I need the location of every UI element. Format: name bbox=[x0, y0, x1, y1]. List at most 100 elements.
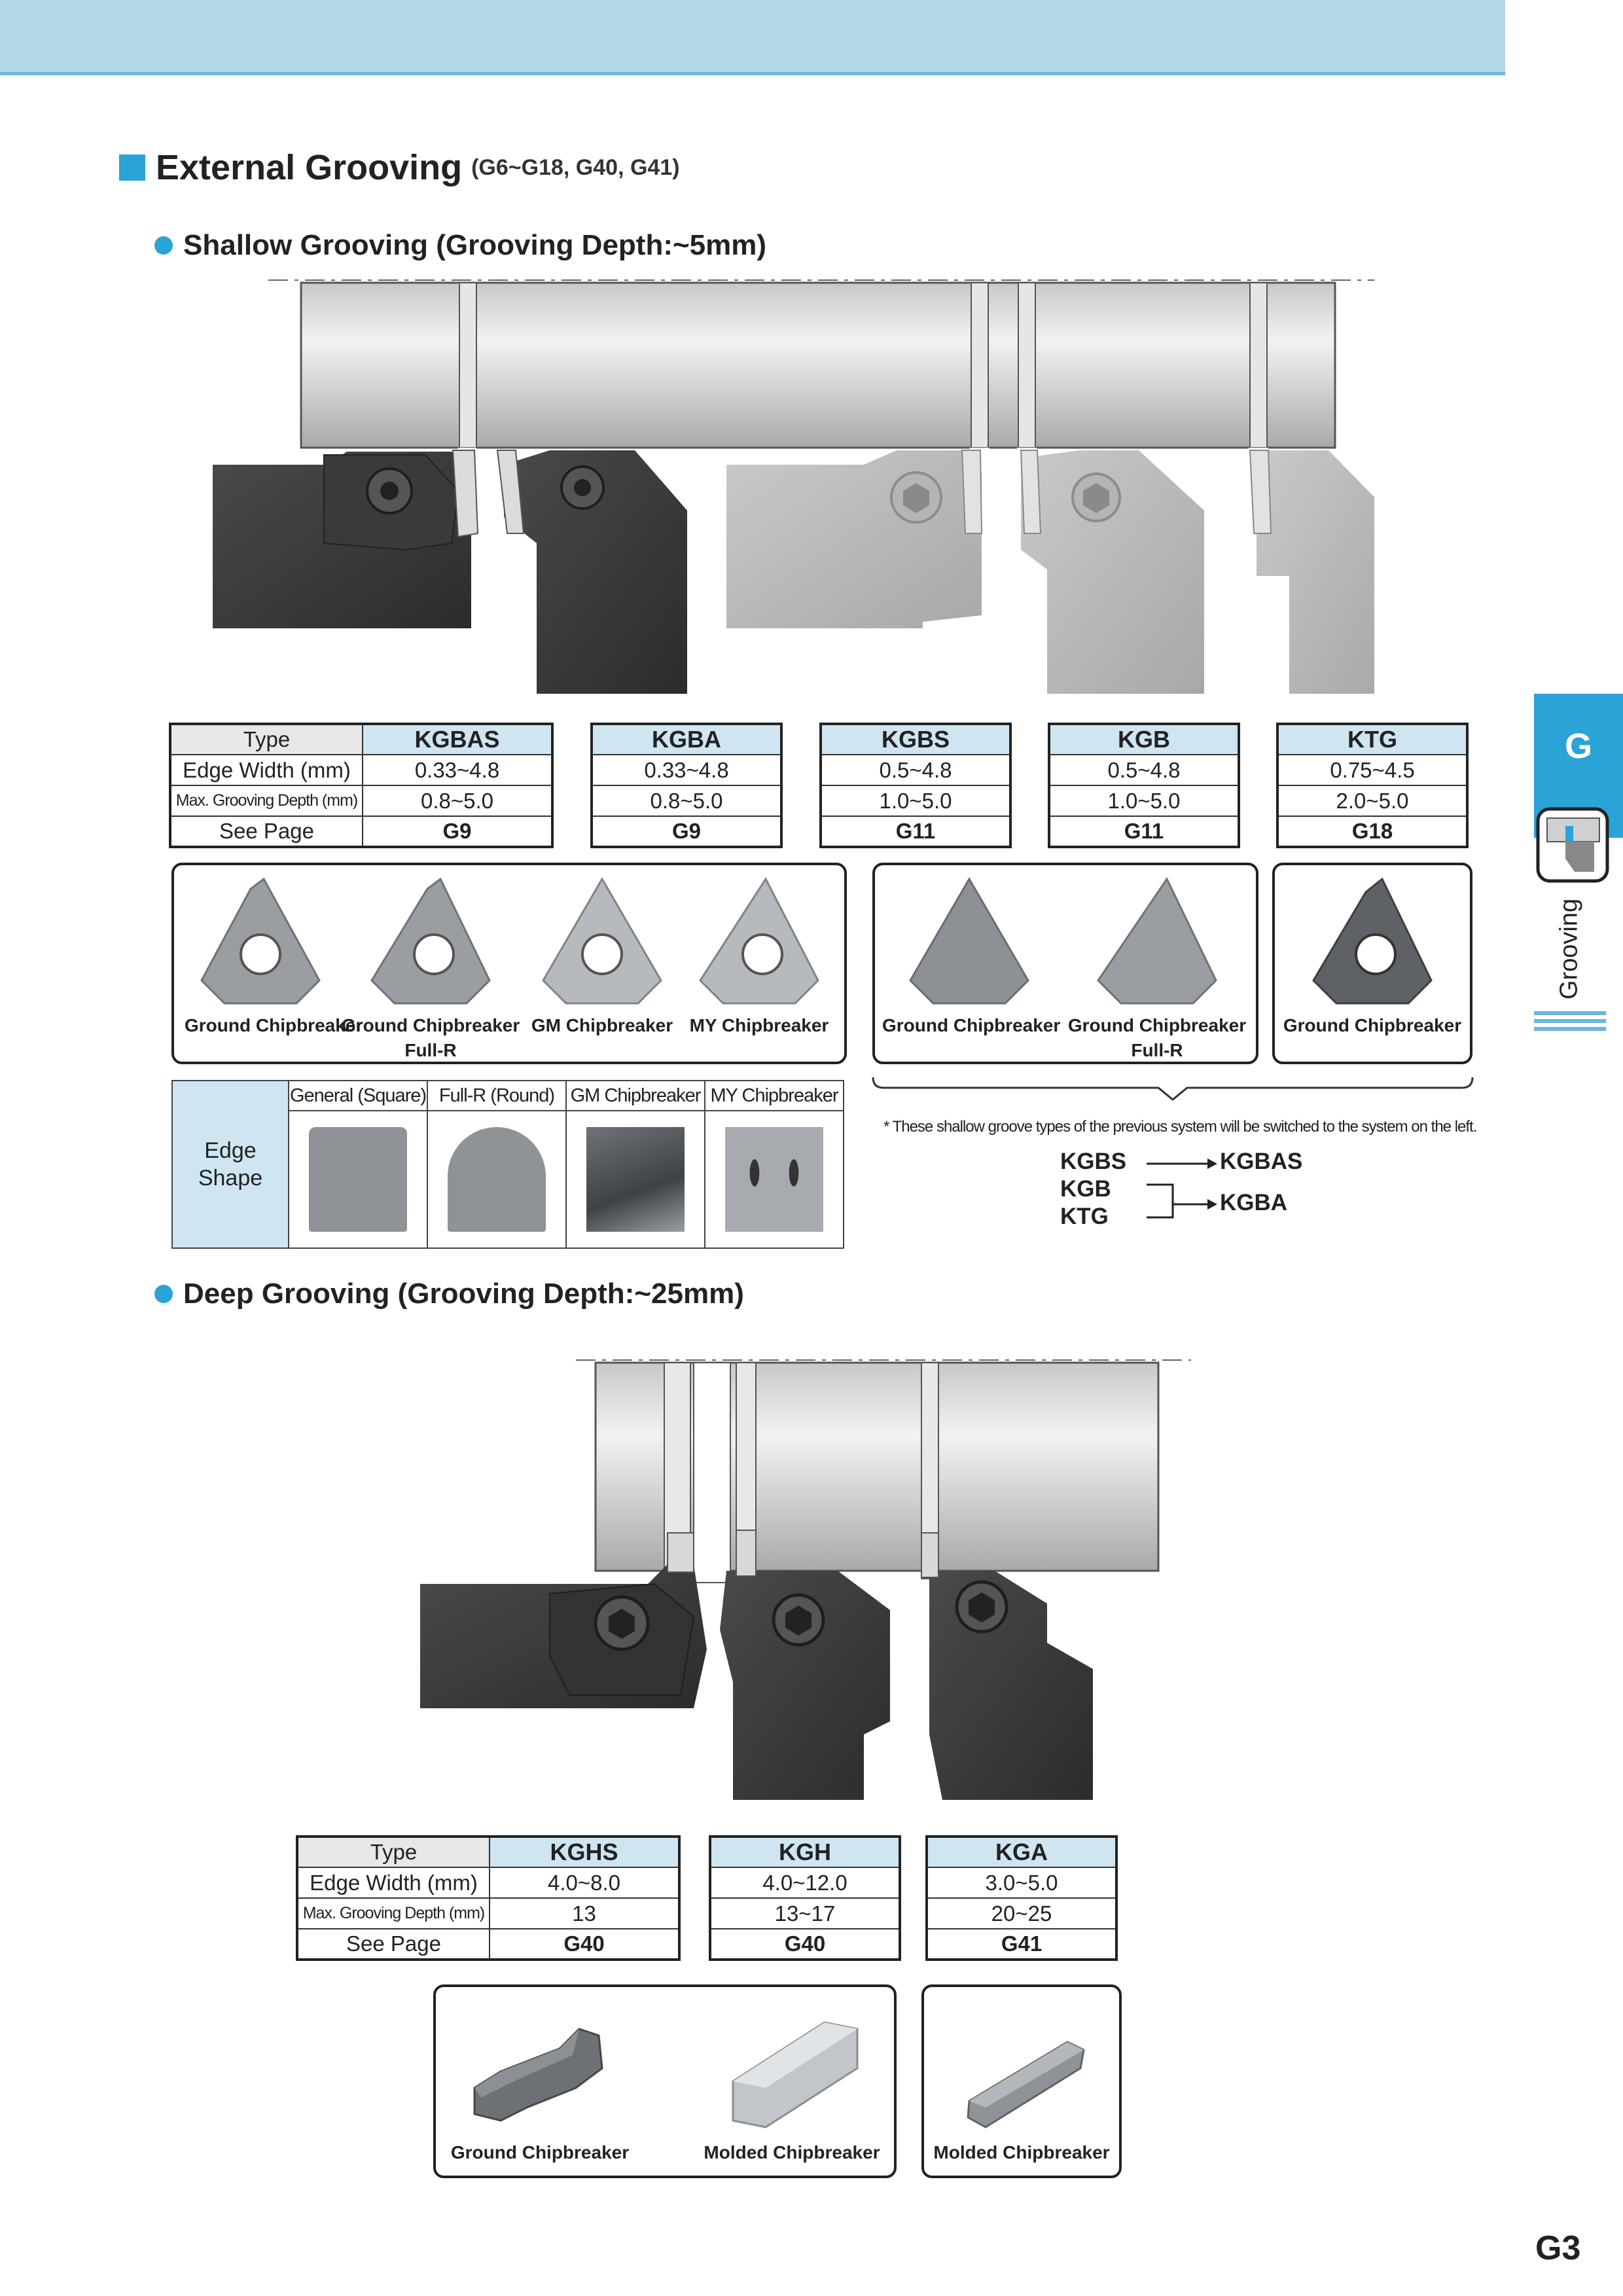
edge-header-full-r: Full-R (Round) bbox=[427, 1080, 567, 1111]
switch-arrows-icon bbox=[1147, 1158, 1217, 1219]
edge-shape-gm-image bbox=[565, 1110, 705, 1249]
row-label-see-page: See Page bbox=[169, 816, 363, 848]
type-kgb: KGB bbox=[1048, 723, 1240, 755]
shallow-grooving-illustration bbox=[213, 279, 1374, 694]
edge-shape-label: Edge Shape bbox=[171, 1080, 289, 1249]
insert-gm-chipbreaker: GM Chipbreaker bbox=[524, 876, 681, 1038]
edge-shape-square-image bbox=[288, 1110, 428, 1249]
edge-width-value: 0.33~4.8 bbox=[591, 754, 782, 786]
max-depth-value: 20~25 bbox=[926, 1897, 1117, 1929]
row-label-see-page: See Page bbox=[296, 1928, 490, 1960]
max-depth-value: 2.0~5.0 bbox=[1277, 785, 1468, 817]
type-ktg: KTG bbox=[1277, 723, 1468, 755]
spec-table-kgbs: KGBS 0.5~4.8 1.0~5.0 G11 bbox=[819, 723, 1012, 848]
side-decoration-bars bbox=[1534, 1011, 1606, 1035]
edge-width-value: 3.0~5.0 bbox=[926, 1867, 1117, 1899]
top-band bbox=[0, 0, 1505, 75]
insert-ground-chipbreaker: Ground Chipbreaker bbox=[445, 2009, 635, 2165]
triangular-insert-icon bbox=[370, 877, 491, 1005]
row-label-type: Type bbox=[296, 1836, 490, 1868]
edge-width-value: 4.0~8.0 bbox=[489, 1867, 680, 1899]
shallow-title: Shallow Grooving (Grooving Depth:~5mm) bbox=[183, 229, 767, 261]
heading-square-icon bbox=[119, 154, 145, 181]
insert-my-chipbreaker: MY Chipbreaker bbox=[681, 876, 838, 1038]
insert-ground-chipbreaker-full-r: Ground Chipbreaker Full-R bbox=[1065, 876, 1249, 1063]
bullet-dot-icon bbox=[154, 1285, 173, 1303]
edge-width-value: 0.5~4.8 bbox=[1048, 754, 1240, 786]
side-label-grooving: Grooving bbox=[1555, 898, 1583, 1000]
deep-heading: Deep Grooving (Grooving Depth:~25mm) bbox=[154, 1278, 744, 1310]
deep-grooving-illustration bbox=[420, 1359, 1191, 1800]
type-kga: KGA bbox=[926, 1836, 1117, 1868]
spec-table-kgh: KGH 4.0~12.0 13~17 G40 bbox=[709, 1835, 901, 1961]
grooving-category-icon bbox=[1536, 807, 1609, 883]
brace-indicator bbox=[872, 1077, 1474, 1101]
shallow-heading: Shallow Grooving (Grooving Depth:~5mm) bbox=[154, 229, 766, 262]
spec-table-kgba: KGBA 0.33~4.8 0.8~5.0 G9 bbox=[590, 723, 783, 848]
see-page-link[interactable]: G11 bbox=[820, 816, 1011, 848]
max-depth-value: 0.8~5.0 bbox=[362, 785, 553, 817]
code-kgbas: KGBAS bbox=[1220, 1149, 1303, 1174]
see-page-link[interactable]: G40 bbox=[709, 1928, 901, 1960]
edge-header-my: MY Chipbreaker bbox=[704, 1080, 844, 1111]
edge-width-value: 0.75~4.5 bbox=[1277, 754, 1468, 786]
type-kghs: KGHS bbox=[489, 1836, 680, 1868]
code-kgba: KGBA bbox=[1220, 1190, 1288, 1215]
row-label-max-depth: Max. Grooving Depth (mm) bbox=[296, 1897, 490, 1929]
code-ktg: KTG bbox=[1060, 1204, 1109, 1229]
edge-width-value: 0.5~4.8 bbox=[820, 754, 1011, 786]
triangular-insert-icon bbox=[1312, 877, 1433, 1005]
insert-ground-chipbreaker: Ground Chipbreaker bbox=[1280, 876, 1465, 1038]
see-page-link[interactable]: G41 bbox=[926, 1928, 1117, 1960]
max-depth-value: 1.0~5.0 bbox=[1048, 785, 1240, 817]
bullet-dot-icon bbox=[154, 236, 173, 255]
type-kgh: KGH bbox=[709, 1836, 901, 1868]
page-number: G3 bbox=[1535, 2229, 1581, 2267]
see-page-link[interactable]: G9 bbox=[362, 816, 553, 848]
see-page-link[interactable]: G9 bbox=[591, 816, 782, 848]
triangular-insert-icon bbox=[1097, 877, 1217, 1005]
row-label-max-depth: Max. Grooving Depth (mm) bbox=[169, 785, 363, 817]
insert-ground-chipbreaker-full-r: Ground Chipbreaker Full-R bbox=[342, 876, 520, 1063]
triangular-insert-icon bbox=[542, 877, 662, 1005]
edge-width-value: 0.33~4.8 bbox=[362, 754, 553, 786]
type-kgba: KGBA bbox=[591, 723, 782, 755]
see-page-link[interactable]: G40 bbox=[489, 1928, 680, 1960]
spec-table-ktg: KTG 0.75~4.5 2.0~5.0 G18 bbox=[1276, 723, 1469, 848]
section-heading: External Grooving (G6~G18, G40, G41) bbox=[119, 147, 680, 188]
insert-molded-chipbreaker: Molded Chipbreaker bbox=[694, 2009, 890, 2165]
edge-header-gm: GM Chipbreaker bbox=[565, 1080, 705, 1111]
edge-width-value: 4.0~12.0 bbox=[709, 1867, 901, 1899]
spec-table-kga: KGA 3.0~5.0 20~25 G41 bbox=[925, 1835, 1118, 1961]
heading-title: External Grooving bbox=[156, 148, 463, 187]
edge-shape-round-image bbox=[427, 1110, 567, 1249]
code-kgb: KGB bbox=[1060, 1176, 1111, 1202]
max-depth-value: 13 bbox=[489, 1897, 680, 1929]
grooving-insert-icon bbox=[967, 2041, 1085, 2128]
row-label-edge-width: Edge Width (mm) bbox=[169, 754, 363, 786]
grooving-insert-icon bbox=[473, 2028, 603, 2122]
triangular-insert-icon bbox=[200, 877, 321, 1005]
edge-header-general: General (Square) bbox=[288, 1080, 428, 1111]
spec-table-kgb: KGB 0.5~4.8 1.0~5.0 G11 bbox=[1048, 723, 1240, 848]
max-depth-value: 13~17 bbox=[709, 1897, 901, 1929]
switch-note: * These shallow groove types of the prev… bbox=[883, 1118, 1477, 1136]
code-kgbs: KGBS bbox=[1060, 1149, 1127, 1174]
edge-shape-table: Edge Shape General (Square) Full-R (Roun… bbox=[171, 1080, 844, 1249]
row-label-type: Type bbox=[169, 723, 363, 755]
edge-shape-my-image bbox=[704, 1110, 844, 1249]
see-page-link[interactable]: G11 bbox=[1048, 816, 1240, 848]
insert-ground-chipbreaker: Ground Chipbreaker bbox=[185, 876, 363, 1038]
type-kgbas: KGBAS bbox=[362, 723, 553, 755]
grooving-insert-icon bbox=[732, 2021, 859, 2128]
type-kgbs: KGBS bbox=[820, 723, 1011, 755]
triangular-insert-icon bbox=[699, 877, 819, 1005]
see-page-link[interactable]: G18 bbox=[1277, 816, 1468, 848]
max-depth-value: 1.0~5.0 bbox=[820, 785, 1011, 817]
triangular-insert-icon bbox=[909, 877, 1029, 1005]
heading-subtitle: (G6~G18, G40, G41) bbox=[471, 154, 680, 180]
deep-title: Deep Grooving (Grooving Depth:~25mm) bbox=[183, 1278, 744, 1310]
max-depth-value: 0.8~5.0 bbox=[591, 785, 782, 817]
